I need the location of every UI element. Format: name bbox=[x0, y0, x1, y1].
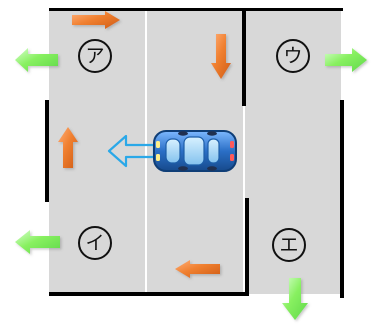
wall-right-bottom bbox=[340, 198, 344, 298]
orange-arrow-left-bottom-middle bbox=[175, 260, 220, 278]
cell-bottom-middle bbox=[147, 198, 243, 294]
cell-top-middle bbox=[147, 10, 243, 106]
cell-middle-right bbox=[245, 104, 341, 200]
label-a: ア bbox=[78, 39, 112, 73]
wall-divider-top-right bbox=[242, 8, 246, 106]
green-arrow-down-e bbox=[282, 278, 308, 320]
label-i: イ bbox=[78, 226, 112, 260]
green-arrow-left-a bbox=[15, 48, 58, 72]
orange-arrow-up-middle-left bbox=[58, 127, 78, 168]
green-arrow-right-u bbox=[325, 48, 367, 72]
green-arrow-left-i bbox=[15, 230, 60, 254]
blue-direction-hint-arrow bbox=[107, 134, 156, 168]
wall-divider-bottom-right bbox=[245, 198, 249, 296]
orange-arrow-down-top-middle bbox=[211, 34, 231, 79]
blue-car bbox=[153, 130, 237, 172]
wall-top-right bbox=[245, 8, 343, 11]
wall-bottom bbox=[49, 292, 247, 296]
wall-right-middle bbox=[340, 100, 344, 198]
label-u: ウ bbox=[276, 39, 310, 73]
label-e: エ bbox=[272, 228, 306, 262]
wall-top-left bbox=[49, 8, 245, 11]
orange-arrow-right-top bbox=[72, 11, 120, 29]
wall-left-middle bbox=[45, 100, 49, 202]
